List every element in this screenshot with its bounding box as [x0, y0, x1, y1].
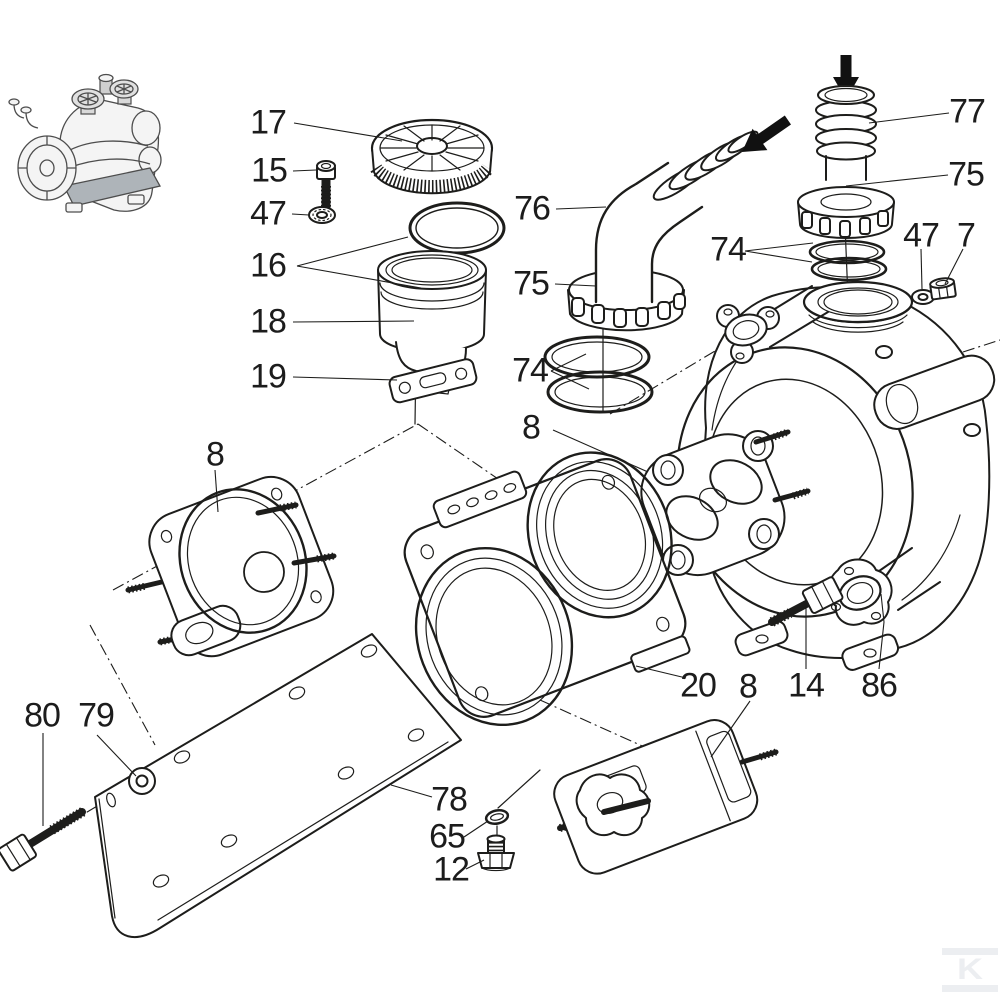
- pump-head: [403, 451, 691, 727]
- screw-15: [316, 160, 336, 219]
- filter-bracket: [388, 358, 478, 404]
- leader-lines: [42, 112, 964, 870]
- callout-77: 77: [949, 92, 986, 131]
- callout-14: 14: [788, 666, 825, 705]
- callout-8-bottom: 8: [739, 667, 758, 706]
- callout-7: 7: [957, 216, 976, 255]
- hose-fitting: [815, 85, 877, 181]
- callout-20: 20: [680, 666, 717, 705]
- bolt-80: [0, 806, 87, 872]
- callout-47-right: 47: [903, 216, 940, 255]
- callout-16: 16: [250, 246, 287, 285]
- callout-8-left: 8: [206, 435, 225, 474]
- filter-bowl: [377, 250, 487, 395]
- callout-86: 86: [861, 666, 898, 705]
- watermark-letter: K: [956, 953, 983, 986]
- callout-19: 19: [250, 357, 287, 396]
- callout-79: 79: [78, 696, 115, 735]
- direction-arrow-icon: [833, 55, 859, 100]
- spacer-79: [128, 767, 156, 795]
- callout-74-right: 74: [710, 230, 747, 269]
- callout-76: 76: [514, 189, 551, 228]
- callout-75-left: 75: [513, 264, 550, 303]
- callout-15: 15: [251, 151, 288, 190]
- direction-arrow-icon: [742, 115, 791, 152]
- mounting-plate: [94, 633, 462, 938]
- nut-7: [929, 277, 957, 301]
- body-inlet-port: [716, 285, 829, 364]
- filter-cover: [370, 118, 494, 195]
- body-threaded-port: [802, 280, 914, 333]
- bolt-14: [768, 576, 844, 627]
- o-ring-65: [484, 808, 510, 826]
- callout-75-right: 75: [948, 155, 985, 194]
- valve-cover-inner: [609, 428, 811, 586]
- watermark-bar: [942, 948, 998, 955]
- callout-65: 65: [429, 817, 466, 856]
- brand-watermark: K: [942, 948, 998, 992]
- watermark-bar: [942, 985, 998, 992]
- callout-47-top: 47: [250, 194, 287, 233]
- ring-nut-right: [797, 186, 895, 239]
- body-side-boss: [873, 345, 996, 437]
- callout-74-left: 74: [512, 351, 549, 390]
- washer-47-left: [308, 206, 336, 224]
- o-rings-left: [543, 335, 654, 414]
- plug-12: [477, 834, 515, 872]
- elbow-fitting: [594, 126, 762, 304]
- thumbnail-filter-knob: [71, 88, 105, 115]
- thumbnail-filter-knob: [109, 79, 139, 105]
- head-cover-left: [125, 476, 337, 658]
- filter-o-ring: [408, 201, 506, 255]
- callout-17: 17: [250, 103, 287, 142]
- callout-18: 18: [250, 302, 287, 341]
- callout-12: 12: [433, 850, 470, 889]
- callout-78: 78: [431, 780, 468, 819]
- callout-8-middle: 8: [522, 408, 541, 447]
- head-cover-bottom: [553, 719, 779, 875]
- callout-80: 80: [24, 696, 61, 735]
- assembled-pump-thumbnail: [8, 73, 162, 213]
- o-rings-right: [808, 239, 888, 282]
